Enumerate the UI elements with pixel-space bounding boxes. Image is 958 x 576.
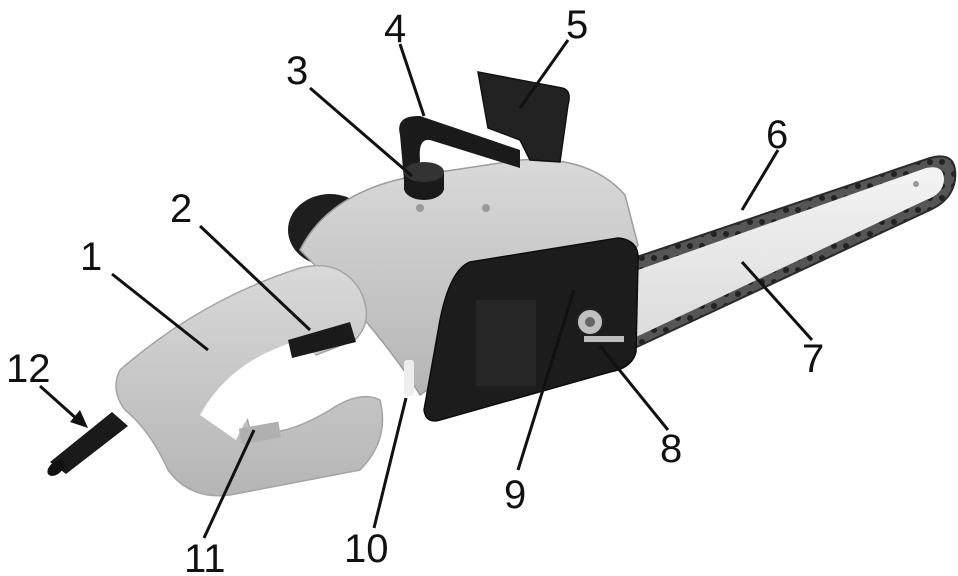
- callout-3: 3: [286, 49, 308, 93]
- callout-8: 8: [660, 427, 682, 471]
- rear-handle: [115, 264, 384, 497]
- callout-6: 6: [766, 113, 788, 157]
- oil-tank-cap: [404, 162, 444, 200]
- vent-strip: [404, 360, 414, 396]
- leader-4: [398, 43, 426, 117]
- leader-3: [309, 86, 413, 178]
- leader-11: [202, 429, 256, 539]
- power-cable: [47, 412, 128, 476]
- front-handle: [399, 115, 520, 180]
- leader-9: [516, 289, 576, 471]
- leader-10: [372, 397, 408, 529]
- safety-lock-button: [288, 322, 356, 358]
- hand-guard: [477, 71, 570, 163]
- leader-2: [198, 224, 312, 332]
- callout-9: 9: [504, 473, 526, 517]
- callout-11: 11: [184, 537, 226, 576]
- guide-bar: [620, 155, 957, 354]
- callout-5: 5: [566, 3, 588, 47]
- leader-6: [740, 149, 780, 211]
- side-cover: [423, 237, 639, 422]
- leader-7: [740, 260, 814, 342]
- leader-12: [38, 384, 80, 422]
- callout-10: 10: [344, 527, 389, 571]
- callout-12: 12: [6, 347, 51, 391]
- leader-5: [518, 39, 570, 109]
- callout-numbers: 1 2 3 4 5 6 7 8 9 10 11 12: [6, 3, 824, 576]
- callout-4: 4: [384, 7, 406, 51]
- callout-2: 2: [170, 187, 192, 231]
- chain-tension-knob: [576, 308, 624, 342]
- arrowhead-12: [70, 410, 88, 428]
- callout-7: 7: [802, 337, 824, 381]
- leader-1: [111, 272, 209, 352]
- leader-lines: [38, 39, 814, 539]
- leader-8: [598, 345, 670, 431]
- callout-1: 1: [80, 235, 102, 279]
